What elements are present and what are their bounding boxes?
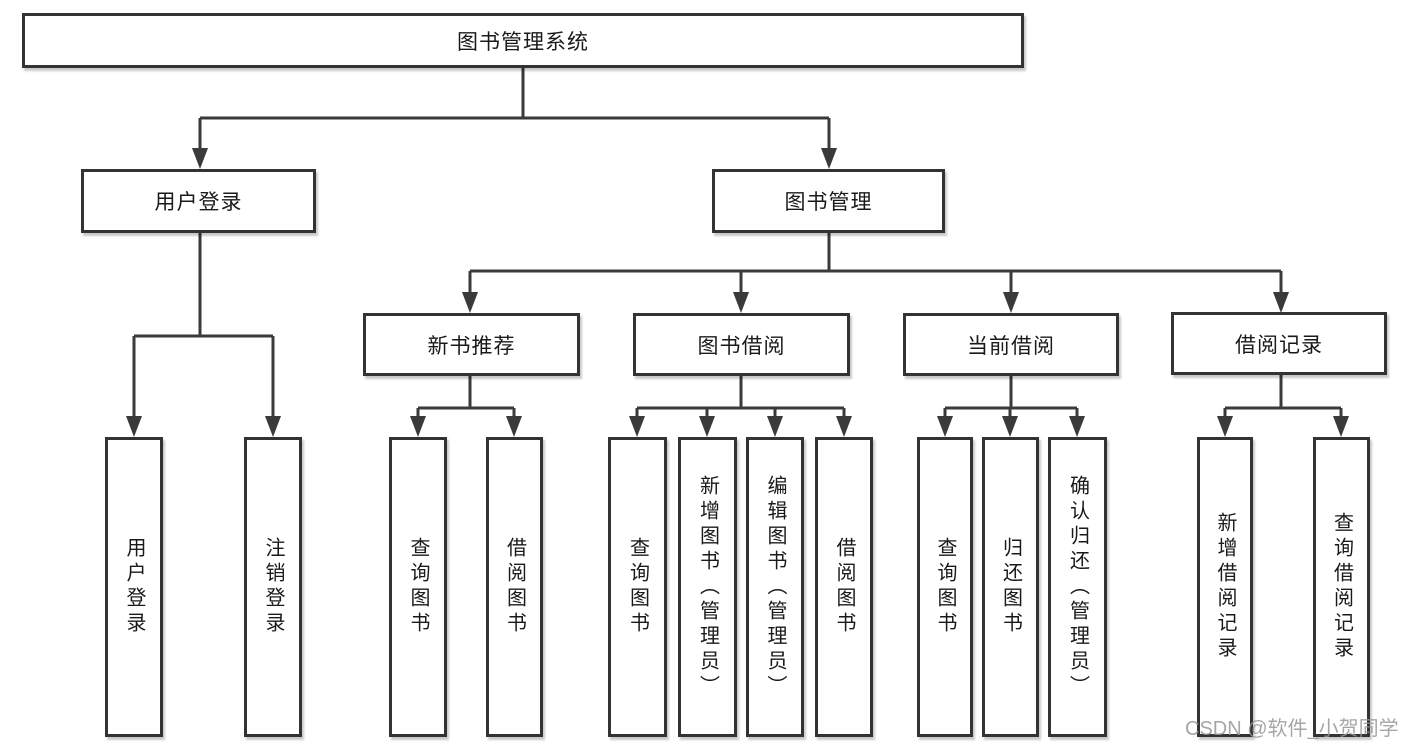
node-query-books-1: 查询图书 bbox=[389, 437, 447, 737]
node-label: 新增借阅记录 bbox=[1214, 512, 1236, 662]
node-label: 查询借阅记录 bbox=[1330, 512, 1353, 662]
node-label: 新书推荐 bbox=[427, 334, 516, 358]
node-query-borrow-record: 查询借阅记录 bbox=[1313, 437, 1370, 737]
node-borrow-records: 借阅记录 bbox=[1171, 312, 1387, 375]
node-label: 图书管理 bbox=[784, 191, 873, 214]
node-logout-action: 注销登录 bbox=[244, 437, 302, 737]
node-label: 借阅记录 bbox=[1235, 333, 1323, 357]
node-query-books-3: 查询图书 bbox=[917, 437, 973, 737]
node-label: 查询图书 bbox=[934, 537, 956, 637]
node-user-login: 用户登录 bbox=[81, 169, 316, 233]
node-library-management-system: 图书管理系统 bbox=[22, 13, 1024, 68]
csdn-watermark: CSDN @软件_小贺同学 bbox=[1185, 718, 1399, 740]
node-borrow-books-1: 借阅图书 bbox=[486, 437, 543, 737]
node-label: 新增图书（管理员） bbox=[696, 474, 719, 700]
node-label: 当前借阅 bbox=[967, 334, 1055, 358]
node-book-borrow: 图书借阅 bbox=[633, 313, 850, 376]
node-book-management: 图书管理 bbox=[712, 169, 945, 233]
node-label: 用户登录 bbox=[123, 537, 145, 637]
node-user-login-action: 用户登录 bbox=[105, 437, 163, 737]
node-confirm-return-admin: 确认归还（管理员） bbox=[1048, 437, 1107, 737]
node-new-book-recommend: 新书推荐 bbox=[363, 313, 580, 376]
node-add-borrow-record: 新增借阅记录 bbox=[1197, 437, 1253, 737]
node-label: 借阅图书 bbox=[833, 537, 855, 637]
node-label: 归还图书 bbox=[999, 537, 1022, 637]
node-query-books-2: 查询图书 bbox=[608, 437, 667, 737]
node-return-books: 归还图书 bbox=[982, 437, 1039, 737]
node-label: 确认归还（管理员） bbox=[1066, 474, 1089, 700]
node-label: 查询图书 bbox=[626, 537, 649, 637]
node-add-books-admin: 新增图书（管理员） bbox=[678, 437, 737, 737]
node-edit-books-admin: 编辑图书（管理员） bbox=[746, 437, 804, 737]
node-label: 注销登录 bbox=[262, 537, 284, 637]
node-borrow-books-2: 借阅图书 bbox=[815, 437, 873, 737]
node-label: 图书借阅 bbox=[697, 334, 786, 358]
node-label: 编辑图书（管理员） bbox=[764, 474, 786, 700]
node-label: 借阅图书 bbox=[503, 537, 526, 637]
node-current-borrow: 当前借阅 bbox=[903, 313, 1119, 376]
node-label: 查询图书 bbox=[407, 537, 429, 637]
node-label: 图书管理系统 bbox=[457, 30, 589, 54]
node-label: 用户登录 bbox=[154, 191, 243, 214]
